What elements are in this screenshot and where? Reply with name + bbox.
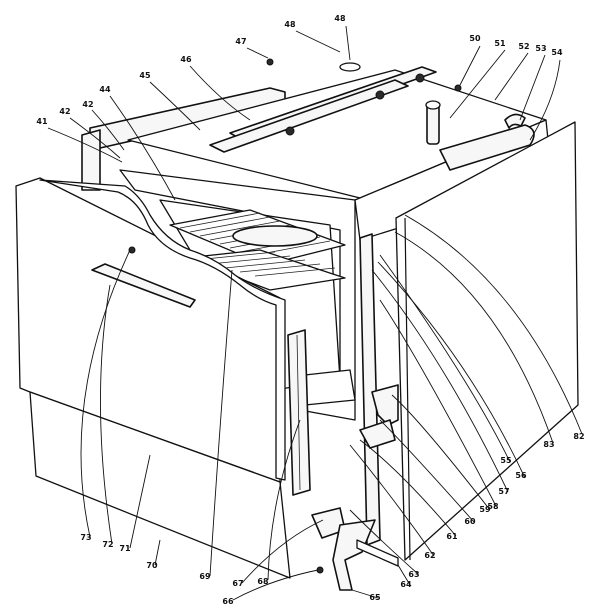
left-support-rail: [359, 233, 381, 546]
callout-c83: 83: [543, 440, 554, 449]
cross-bar-front: [209, 79, 409, 153]
callout-c54: 54: [551, 48, 563, 57]
callout-c64: 64: [400, 580, 412, 589]
callout-c66: 66: [222, 597, 234, 606]
callout-c69: 69: [199, 572, 211, 581]
door-spring: [356, 539, 399, 567]
screw-47: [266, 58, 274, 66]
callout-c48a: 48: [284, 20, 296, 29]
grommet-c: [415, 73, 425, 83]
callout-c47: 47: [235, 37, 246, 46]
spray-arm: [232, 225, 318, 247]
callout-c71: 71: [119, 544, 131, 553]
door-strip-line: [296, 334, 301, 491]
hinge-arm: [332, 519, 376, 591]
door-inner-strip: [287, 329, 311, 496]
callout-c61: 61: [446, 532, 458, 541]
hinge-bracket-lower: [359, 419, 396, 449]
callout-c59: 59: [479, 505, 491, 514]
callout-c56: 56: [515, 471, 527, 480]
clamp-53: [504, 113, 526, 129]
callout-c73: 73: [80, 533, 91, 542]
callout-c55: 55: [500, 456, 512, 465]
callout-c57: 57: [498, 487, 509, 496]
leader-lines: [47, 25, 583, 601]
callout-c48b: 48: [334, 14, 346, 23]
callout-c67: 67: [232, 579, 243, 588]
hinge-bracket-upper: [371, 384, 399, 426]
callout-c50: 50: [469, 34, 481, 43]
tub-bottom-tray: [304, 369, 356, 406]
callout-c42a: 42: [59, 107, 70, 116]
callout-c60: 60: [464, 517, 476, 526]
door-screw: [128, 246, 136, 254]
callout-c45: 45: [139, 71, 151, 80]
grommet-b: [375, 90, 385, 100]
grommet-a: [285, 126, 295, 136]
right-panel-edge: [404, 217, 411, 561]
callout-c68: 68: [257, 577, 269, 586]
callout-c52: 52: [518, 42, 529, 51]
frame: [81, 66, 553, 421]
vent-cap-48: [339, 62, 361, 72]
callout-c82: 82: [573, 432, 584, 441]
callout-c62: 62: [424, 551, 435, 560]
pipe-top: [425, 100, 441, 110]
kick-plate: [29, 391, 291, 579]
callout-c42b: 42: [82, 100, 93, 109]
callout-c53: 53: [535, 44, 546, 53]
callout-c63: 63: [408, 570, 419, 579]
callout-c65: 65: [369, 593, 381, 602]
right-side-panel: [395, 121, 579, 561]
callout-c46: 46: [180, 55, 192, 64]
vertical-pipe: [426, 103, 440, 145]
door-assembly: [15, 177, 311, 496]
door-handle[interactable]: [91, 263, 196, 308]
callout-c70: 70: [146, 561, 158, 570]
callout-c72: 72: [102, 540, 113, 549]
callout-c58: 58: [487, 502, 499, 511]
callout-c41: 41: [36, 117, 48, 126]
callout-c44: 44: [99, 85, 111, 94]
door-liner-cutaway: [39, 179, 286, 481]
bolt-50: [454, 84, 462, 92]
callout-c51: 51: [494, 39, 506, 48]
